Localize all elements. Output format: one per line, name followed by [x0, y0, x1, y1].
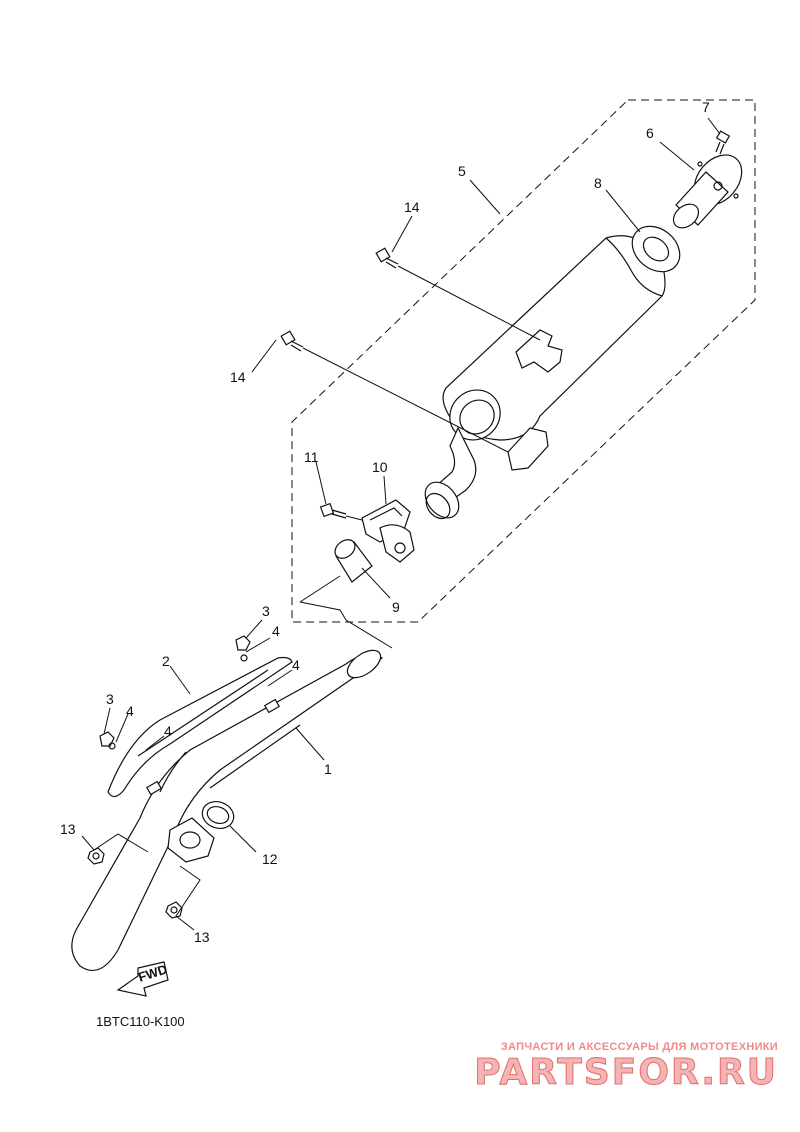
bolt-14-lower[interactable]	[280, 330, 509, 453]
screw-3-lower[interactable]	[99, 731, 116, 750]
bolt-14-upper[interactable]	[375, 247, 541, 341]
muffler-body[interactable]	[418, 235, 666, 525]
bolt-11[interactable]	[319, 502, 363, 521]
callout-4-a: 4	[272, 623, 280, 639]
callout-1: 1	[324, 761, 332, 777]
callout-3-lower: 3	[106, 691, 114, 707]
nut-13-upper[interactable]	[87, 847, 105, 865]
clamp-bracket[interactable]	[361, 499, 415, 563]
watermark-subtitle: ЗАПЧАСТИ И АКСЕССУАРЫ ДЛЯ МОТОТЕХНИКИ	[501, 1041, 778, 1053]
callout-12: 12	[262, 851, 278, 867]
callout-14-lower: 14	[230, 369, 246, 385]
drawing-code: 1BTC110-K100	[96, 1014, 185, 1029]
callout-8: 8	[594, 175, 602, 191]
callout-2: 2	[162, 653, 170, 669]
screw-3-upper[interactable]	[235, 635, 251, 662]
callout-11: 11	[304, 449, 319, 465]
exhaust-gasket-ring[interactable]	[199, 797, 238, 832]
exhaust-flange[interactable]	[167, 817, 215, 863]
end-cap[interactable]	[669, 146, 751, 233]
callout-14-upper: 14	[404, 199, 420, 215]
bolt-7[interactable]	[715, 130, 731, 155]
callout-7: 7	[702, 99, 710, 115]
callout-13-upper: 13	[60, 821, 76, 837]
callout-4-b: 4	[292, 657, 300, 673]
end-cap-gasket[interactable]	[623, 217, 689, 281]
heat-protector[interactable]	[107, 656, 293, 798]
callout-4-d: 4	[164, 723, 172, 739]
watermark-brand: PARTSFOR.RU	[474, 1052, 778, 1093]
callout-9: 9	[392, 599, 400, 615]
callout-4-c: 4	[126, 703, 134, 719]
callout-6: 6	[646, 125, 654, 141]
forward-direction-arrow: FWD	[116, 961, 169, 997]
callout-3-upper: 3	[262, 603, 270, 619]
callout-5: 5	[458, 163, 466, 179]
callout-10: 10	[372, 459, 388, 475]
callout-13-lower: 13	[194, 929, 210, 945]
exhaust-pipe[interactable]	[71, 645, 385, 971]
nut-13-lower[interactable]	[165, 901, 183, 919]
leader-lines	[81, 117, 721, 931]
muffler-assembly-outline	[291, 99, 756, 623]
joint-sleeve[interactable]	[331, 536, 373, 583]
